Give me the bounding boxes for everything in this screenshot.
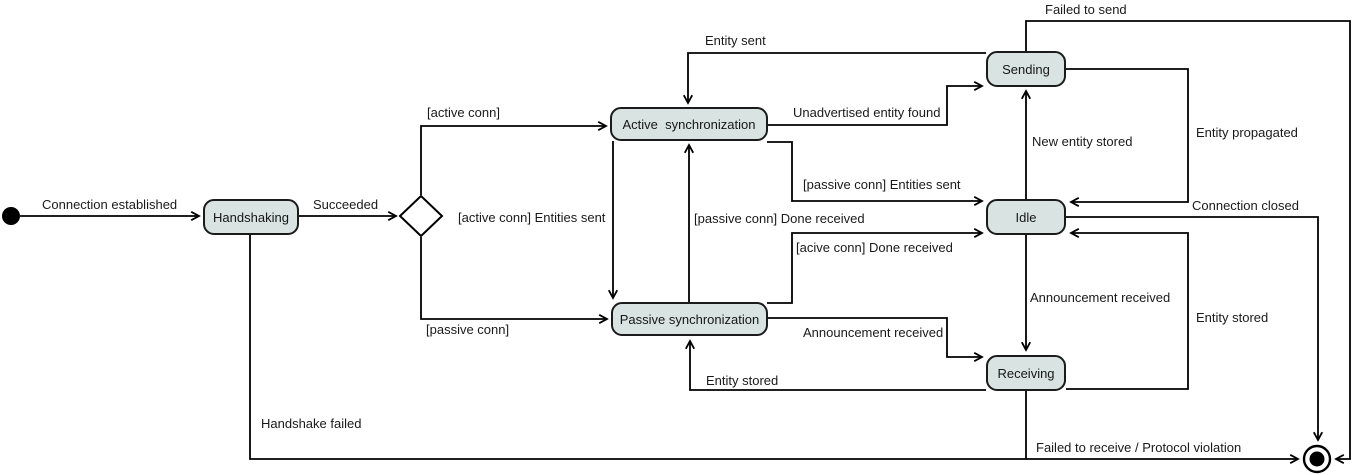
state-receiving-label: Receiving (997, 365, 1055, 381)
label-active-conn: [active conn] (427, 105, 500, 120)
label-failed-to-send: Failed to send (1045, 2, 1127, 17)
label-passive-conn-entities-sent: [passive conn] Entities sent (803, 177, 961, 192)
state-handshaking: Handshaking (203, 199, 299, 235)
state-receiving: Receiving (986, 355, 1066, 391)
label-announcement-received-idle: Announcement received (1030, 290, 1171, 305)
transition-receiving-to-passive-line (685, 339, 986, 391)
transition-choice-to-active-line (420, 121, 608, 195)
label-passive-conn-done-received: [passive conn] Done received (694, 211, 865, 226)
state-active-synchronization-label: Active synchronization (622, 116, 756, 132)
transition-receiving-to-idle-line (1066, 228, 1189, 390)
transition-active-to-sending-line (768, 81, 984, 126)
state-handshaking-label: Handshaking (213, 209, 289, 225)
label-new-entity-stored: New entity stored (1032, 134, 1133, 149)
initial-state-dot (2, 207, 20, 225)
label-connection-established: Connection established (42, 197, 178, 212)
state-idle: Idle (986, 199, 1066, 235)
transition-sending-to-idle-line (1066, 68, 1189, 207)
label-entity-stored-idle: Entity stored (1196, 310, 1269, 325)
state-passive-synchronization: Passive synchronization (611, 302, 768, 336)
state-sending: Sending (986, 51, 1066, 87)
label-handshake-failed: Handshake failed (261, 416, 362, 431)
state-passive-synchronization-label: Passive synchronization (619, 311, 760, 327)
transition-choice-to-passive-line (420, 237, 609, 324)
state-idle-label: Idle (1015, 209, 1037, 225)
label-acive-conn-done-received: [acive conn] Done received (796, 240, 953, 255)
state-active-synchronization: Active synchronization (610, 107, 768, 141)
transition-passive-to-idle-line (767, 228, 984, 304)
label-passive-conn: [passive conn] (426, 322, 510, 337)
transition-active-to-idle-line (767, 141, 984, 206)
transition-sending-to-final-line (1025, 20, 1351, 464)
transition-handshaking-to-final-line (249, 235, 1300, 464)
label-announcement-received-passive: Announcement received (803, 325, 944, 340)
label-active-conn-entities-sent: [active conn] Entities sent (458, 210, 606, 225)
label-succeeded: Succeeded (313, 197, 379, 212)
transition-sending-to-active-line (683, 52, 986, 105)
final-state-inner-dot (1309, 451, 1325, 467)
label-entity-stored-passive: Entity stored (706, 373, 779, 388)
choice-diamond (398, 194, 444, 238)
label-entity-propagated: Entity propagated (1196, 125, 1298, 140)
state-sending-label: Sending (1002, 61, 1050, 77)
label-failed-to-receive-protocol-violation: Failed to receive / Protocol violation (1036, 440, 1242, 455)
transition-idle-to-final-line (1066, 216, 1323, 442)
label-entity-sent: Entity sent (705, 33, 766, 48)
label-unadvertised-entity-found: Unadvertised entity found (793, 105, 941, 120)
transition-passive-to-receiving-line (768, 317, 984, 362)
label-connection-closed: Connection closed (1192, 198, 1299, 213)
